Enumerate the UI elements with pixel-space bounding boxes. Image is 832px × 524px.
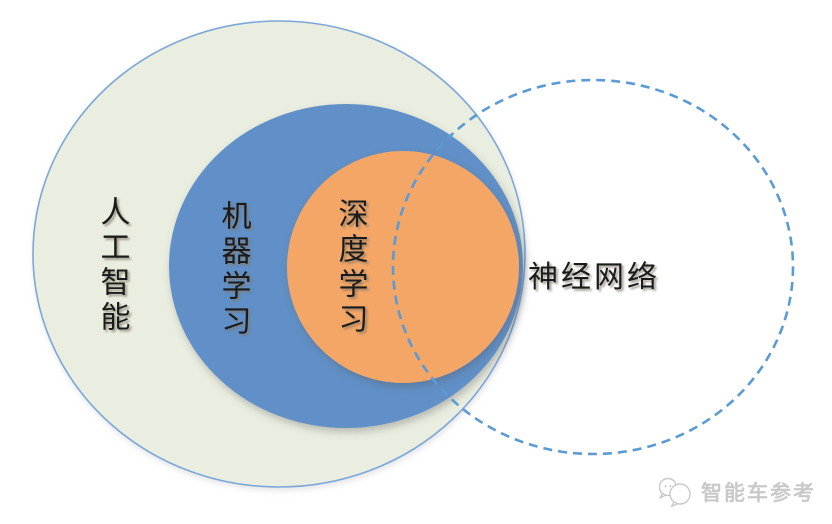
watermark-text: 智能车参考 [701,481,816,505]
chat-bubbles-icon [658,477,691,508]
circle-deep-learning [287,151,519,383]
circle-neural-network [391,78,795,456]
watermark: 智能车参考 [656,476,816,508]
